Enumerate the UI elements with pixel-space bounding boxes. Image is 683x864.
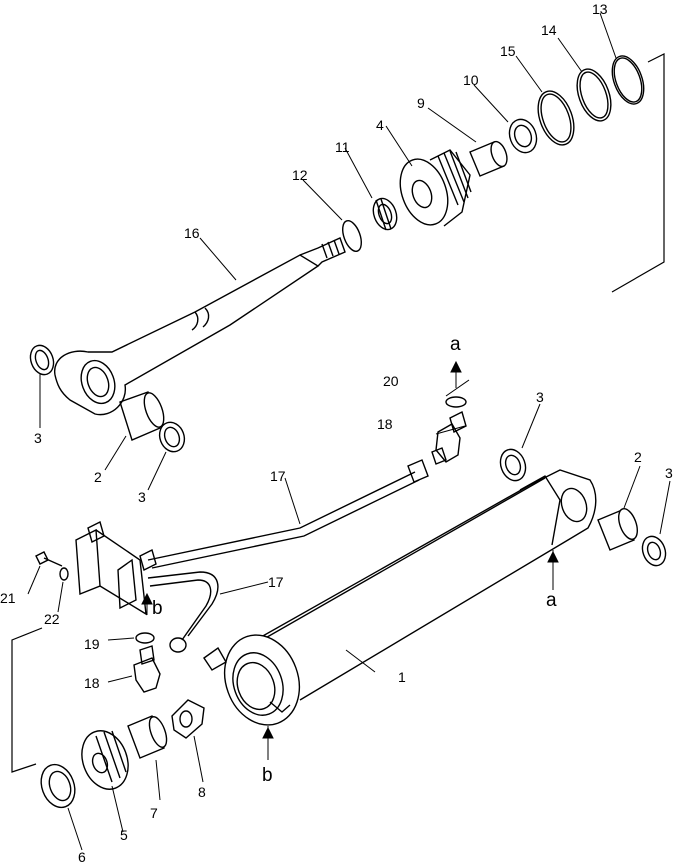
callout-15: 7 — [150, 805, 158, 821]
callout-3-upper-middle: 3 — [138, 489, 146, 505]
part-bushing-upper — [119, 391, 165, 441]
callout-3-upper-left: 3 — [34, 430, 42, 446]
callout-18-lower: 19 — [84, 636, 100, 652]
callout-7: 11 — [335, 139, 350, 155]
part-o-ring-lower — [135, 632, 155, 644]
callout-2-upper: 2 — [94, 469, 102, 485]
callout-17-upper: 18 — [377, 416, 393, 432]
part-o-ring-large — [537, 90, 575, 146]
part-snap-ring — [342, 220, 362, 252]
callout-8: 12 — [292, 167, 308, 183]
marker-arrow-a-lower — [547, 550, 559, 590]
callout-19: 17 — [270, 468, 286, 484]
part-tube-short — [147, 571, 219, 653]
part-backup-ring — [576, 68, 612, 122]
part-piston-ring — [40, 763, 76, 809]
part-dust-seal-upper-middle — [158, 421, 186, 453]
callout-10: 14 — [541, 22, 557, 38]
part-rod-packing — [508, 118, 538, 154]
part-bolt — [35, 551, 63, 567]
part-dust-seal-upper-left — [29, 344, 55, 376]
part-elbow-fitting-lower — [133, 645, 161, 693]
callout-17-lower: 18 — [84, 675, 100, 691]
part-cylinder-head — [399, 149, 472, 227]
part-tube-long — [147, 459, 429, 569]
part-nut — [372, 197, 398, 231]
callout-16: 8 — [198, 784, 206, 800]
callout-20: 17 — [268, 574, 284, 590]
part-cylinder-tube — [203, 469, 597, 726]
callout-12: 16 — [184, 225, 200, 241]
callout-22: 22 — [44, 611, 60, 627]
callout-2-lower: 2 — [634, 449, 642, 465]
marker-a-upper: a — [450, 334, 461, 355]
callout-6: 10 — [463, 72, 479, 88]
callout-3-lower-right-upper: 3 — [536, 389, 544, 405]
part-wear-ring — [127, 715, 168, 759]
part-clamp-block — [75, 520, 157, 616]
callout-13: 5 — [120, 827, 128, 843]
leader-lines — [27, 12, 671, 851]
part-piston-nut — [171, 699, 205, 739]
part-elbow-fitting-upper — [431, 410, 467, 465]
assembly-bracket-upper — [611, 53, 665, 293]
part-washer — [59, 567, 69, 581]
callout-18-upper: 20 — [383, 373, 399, 389]
marker-a-lower: a — [546, 590, 557, 611]
callout-5: 9 — [417, 95, 425, 111]
marker-arrow-b-upper — [141, 592, 153, 615]
marker-b-lower: b — [262, 765, 273, 786]
callout-4: 4 — [376, 117, 384, 133]
callout-21: 21 — [0, 590, 16, 606]
marker-arrow-a-upper — [450, 360, 462, 388]
part-piston — [81, 730, 129, 790]
part-dust-seal-lower-right — [641, 535, 667, 567]
callout-14: 6 — [78, 849, 86, 864]
callout-11: 15 — [500, 43, 516, 59]
callout-1: 1 — [398, 669, 406, 685]
callout-3-lower-right: 3 — [665, 465, 673, 481]
part-o-ring-upper — [445, 396, 467, 408]
marker-arrow-b-lower — [262, 726, 274, 760]
callout-9: 13 — [592, 1, 608, 17]
part-rod-bushing — [469, 140, 508, 177]
part-o-ring-outer — [611, 55, 645, 105]
part-dust-seal-lower-right-upper — [499, 448, 527, 482]
part-bushing-lower-right — [597, 508, 638, 551]
marker-b-upper: b — [152, 598, 163, 619]
assembly-bracket-lower — [11, 627, 43, 773]
part-piston-rod — [54, 237, 346, 416]
